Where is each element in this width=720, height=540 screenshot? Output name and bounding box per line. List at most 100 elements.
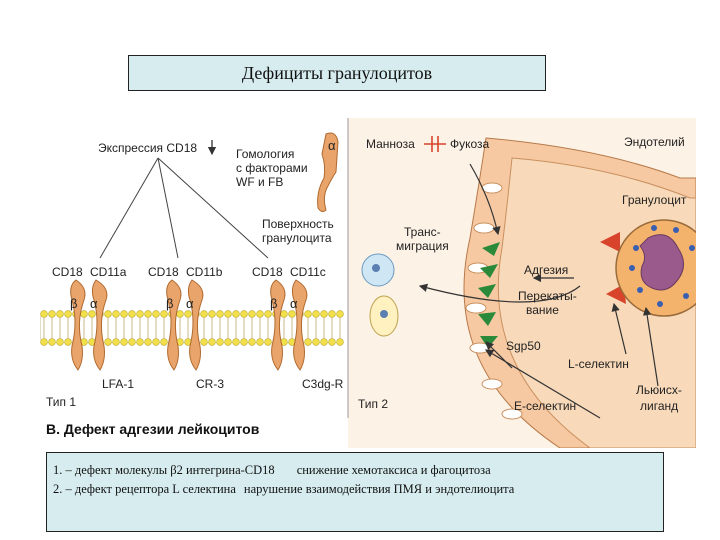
lipid-head <box>312 310 320 318</box>
l-selectin-label: L-селектин <box>568 357 629 371</box>
lipid-head <box>216 310 224 318</box>
lipid-head <box>136 338 144 346</box>
lipid-head <box>64 338 72 346</box>
page-title: Дефициты гранулоцитов <box>241 62 433 83</box>
lipid-head <box>280 310 288 318</box>
lipid-head <box>64 310 72 318</box>
fan-lines <box>99 157 269 259</box>
receptor-1-beta: β <box>70 296 77 311</box>
lipid-head <box>88 310 96 318</box>
lipid-head <box>144 310 152 318</box>
surface-line-2: гранулоцита <box>262 231 332 245</box>
lipid-head <box>224 310 232 318</box>
lipid-head <box>304 338 312 346</box>
homology-line-1: Гомология <box>236 147 294 161</box>
lipid-head <box>80 310 88 318</box>
caption-2-effect: нарушение взаимодействия ПМЯ и эндотелио… <box>243 482 515 496</box>
lipid-head <box>328 310 336 318</box>
receptor-2-beta: β <box>166 296 173 311</box>
cd18-expression-label: Экспрессия CD18 <box>98 141 197 155</box>
lipid-head <box>320 310 328 318</box>
lipid-head <box>248 338 256 346</box>
caption-line-1: 1. – дефект молекулы β2 интегрина-CD18 сн… <box>53 461 657 480</box>
migrating-cell <box>361 253 399 337</box>
e-selectin-label: E-селектин <box>514 399 576 413</box>
alpha-subunit-shape <box>317 132 339 213</box>
lipid-head <box>48 310 56 318</box>
lipid-head <box>152 310 160 318</box>
lipid-head <box>112 310 120 318</box>
receptor-3-alpha: α <box>290 296 298 311</box>
lipid-head <box>176 310 184 318</box>
lipid-head <box>56 310 64 318</box>
lipid-head <box>112 338 120 346</box>
receptor-1-name: LFA-1 <box>102 377 134 391</box>
caption-box: 1. – дефект молекулы β2 интегрина-CD18 сн… <box>46 452 664 532</box>
lipid-head <box>128 310 136 318</box>
caption-line-2: 2. – дефект рецептора L селектина нарушен… <box>53 480 657 499</box>
lipid-head <box>312 338 320 346</box>
type2-label: Тип 2 <box>358 397 388 411</box>
receptor-2-cd18: CD18 <box>148 265 179 279</box>
receptor-3-name: C3dg-R <box>302 377 344 391</box>
receptor-1-cd11: CD11a <box>90 265 127 279</box>
receptor-3-beta: β <box>270 296 277 311</box>
lipid-head <box>288 310 296 318</box>
endothelium-label: Эндотелий <box>624 135 685 149</box>
lipid-head <box>336 338 344 346</box>
lipid-head <box>104 310 112 318</box>
lipid-head <box>128 338 136 346</box>
sgp50-label: Sgp50 <box>506 339 541 353</box>
mannose-label: Манноза <box>366 137 415 151</box>
adhesion-label: Адгезия <box>524 263 568 277</box>
rolling-line-2: вание <box>526 303 559 317</box>
lipid-head <box>160 338 168 346</box>
lipid-head <box>136 310 144 318</box>
lewis-line-2: лиганд <box>640 399 678 413</box>
caption-2-cause: 2. – дефект рецептора L селектина <box>53 482 236 496</box>
diagram-figure: Экспрессия CD18 Гомология с факторами WF… <box>40 118 696 448</box>
lipid-head <box>120 310 128 318</box>
lipid-head <box>328 338 336 346</box>
lewis-line-1: Льюисx- <box>636 383 682 397</box>
lipid-head <box>48 338 56 346</box>
lipid-head <box>208 338 216 346</box>
block-symbol <box>424 136 446 152</box>
lipid-head <box>216 338 224 346</box>
lipid-head <box>40 310 48 318</box>
lipid-head <box>320 338 328 346</box>
flow-arrows <box>418 163 659 419</box>
fucose-label: Фукоза <box>450 137 490 151</box>
receptor-lfa1 <box>70 279 108 371</box>
receptor-3-cd18: CD18 <box>252 265 283 279</box>
lipid-head <box>264 338 272 346</box>
type1-label: Тип 1 <box>46 395 76 409</box>
lipid-head <box>232 338 240 346</box>
alpha-symbol-label: α <box>328 138 336 153</box>
lipid-head <box>120 338 128 346</box>
caption-1-effect: снижение хемотаксиса и фагоцитоза <box>296 463 491 477</box>
lipid-head <box>248 310 256 318</box>
receptor-2-name: CR-3 <box>196 377 224 391</box>
lipid-head <box>232 310 240 318</box>
rolling-line-1: Перекаты- <box>518 289 577 303</box>
surface-line-1: Поверхность <box>262 217 334 231</box>
transmigration-line-1: Транс- <box>404 225 441 239</box>
lipid-head <box>40 338 48 346</box>
lipid-head <box>184 310 192 318</box>
receptor-cr3 <box>166 279 204 371</box>
lipid-head <box>152 338 160 346</box>
granulocyte-label: Гранулоцит <box>622 193 687 207</box>
lipid-head <box>208 310 216 318</box>
caption-1-cause: 1. – дефект молекулы β2 интегрина-CD18 <box>53 463 275 477</box>
lipid-head <box>200 310 208 318</box>
lipid-head <box>104 338 112 346</box>
lipid-head <box>56 338 64 346</box>
lipid-head <box>224 338 232 346</box>
receptor-2-cd11: CD11b <box>186 265 223 279</box>
lipid-head <box>240 310 248 318</box>
granulocyte-cell <box>615 219 696 317</box>
lipid-head <box>336 310 344 318</box>
endothelial-cells <box>465 182 523 420</box>
transmigration-line-2: миграция <box>396 239 449 253</box>
